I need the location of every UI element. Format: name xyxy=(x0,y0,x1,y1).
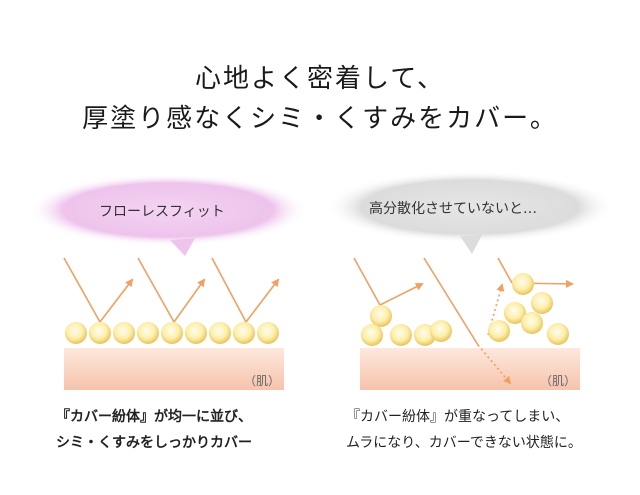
particle xyxy=(233,322,255,344)
right-caption-line-2: ムラになり、カバーできない状態に。 xyxy=(346,435,582,451)
particle xyxy=(531,292,553,314)
headline-line-2: 厚塗り感なくシミ・くすみをカバー。 xyxy=(82,104,558,134)
particle xyxy=(89,322,111,344)
particle xyxy=(161,322,183,344)
right-skin-layer xyxy=(360,348,580,390)
left-caption: 『カバー紛体』が均一に並び、 シミ・くすみをしっかりカバー xyxy=(56,404,252,456)
particle xyxy=(430,320,452,342)
headline-line-1: 心地よく密着して、 xyxy=(195,64,445,94)
particle xyxy=(257,322,279,344)
left-caption-line-1: 『カバー紛体』が均一に並び、 xyxy=(56,409,252,425)
particle xyxy=(185,322,207,344)
particle xyxy=(209,322,231,344)
particle xyxy=(390,324,412,346)
right-caption-line-1: 『カバー紛体』が重なってしまい、 xyxy=(346,409,570,425)
particle xyxy=(547,323,569,345)
left-skin-layer xyxy=(64,348,284,390)
particle xyxy=(65,322,87,344)
particle xyxy=(521,312,543,334)
particle xyxy=(361,324,383,346)
left-light-rays xyxy=(63,257,280,323)
left-bubble-label: フローレスフィット xyxy=(99,204,225,220)
particle xyxy=(370,305,392,327)
particle xyxy=(488,320,510,342)
particle xyxy=(504,302,526,324)
right-particles xyxy=(361,273,569,346)
left-speech-bubble xyxy=(28,174,308,256)
right-speech-bubble xyxy=(325,171,615,254)
left-skin-label: （肌） xyxy=(244,374,281,388)
right-caption: 『カバー紛体』が重なってしまい、 ムラになり、カバーできない状態に。 xyxy=(346,404,582,456)
right-skin-label: （肌） xyxy=(540,374,577,388)
left-particles xyxy=(65,322,279,344)
particle xyxy=(512,273,534,295)
particle xyxy=(113,322,135,344)
particle xyxy=(137,322,159,344)
right-bubble-label: 高分散化させていないと… xyxy=(369,201,537,217)
left-caption-line-2: シミ・くすみをしっかりカバー xyxy=(56,435,252,451)
